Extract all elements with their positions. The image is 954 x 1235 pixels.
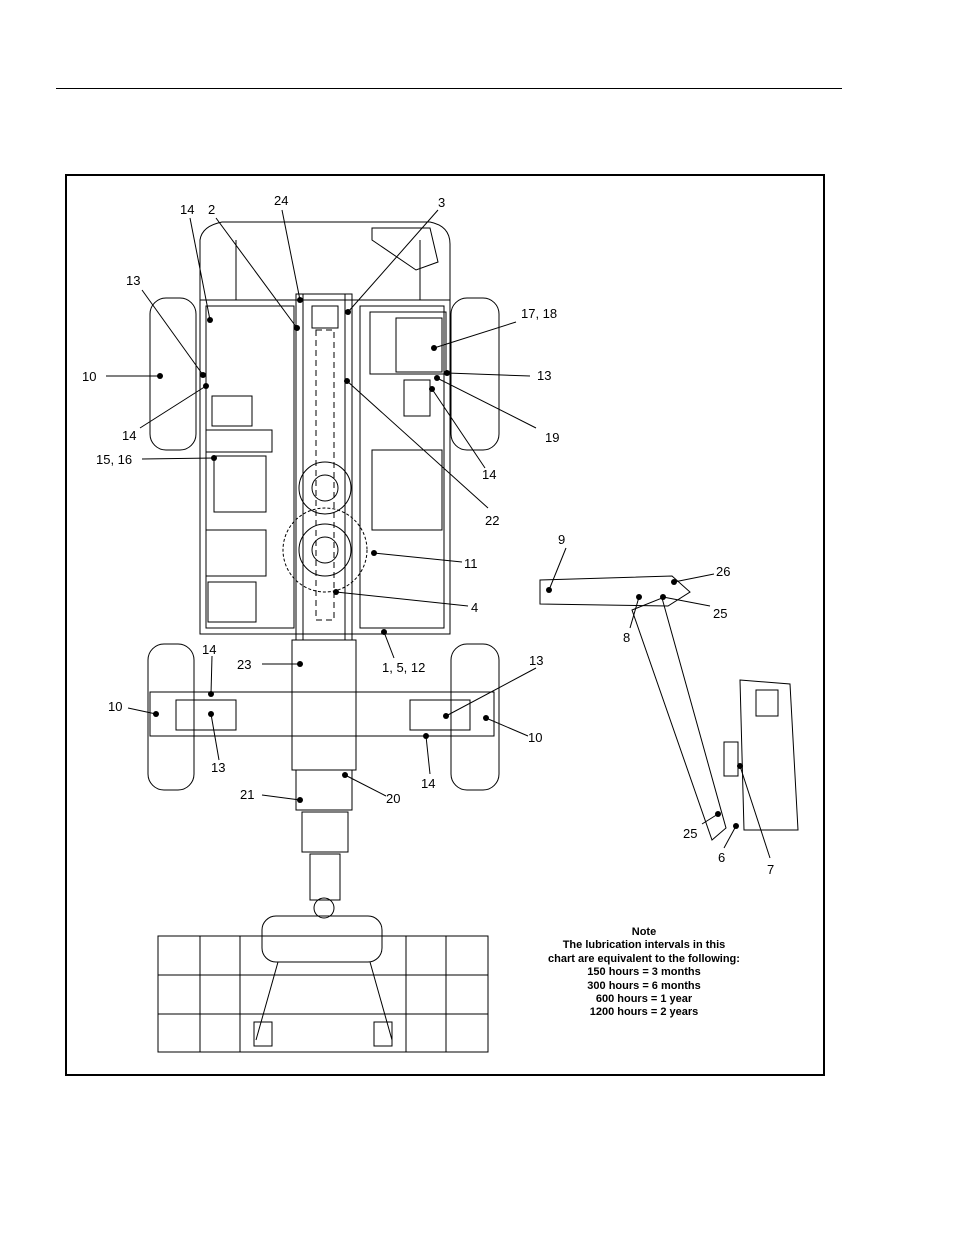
callout-label: 2 bbox=[208, 202, 215, 217]
callout-label: 8 bbox=[623, 630, 630, 645]
right-components bbox=[370, 312, 446, 530]
boom bbox=[292, 640, 356, 918]
left-components bbox=[206, 396, 272, 622]
note-line: 150 hours = 3 months bbox=[524, 966, 764, 979]
note-line: 300 hours = 6 months bbox=[524, 980, 764, 993]
lubrication-note: Note The lubrication intervals in this c… bbox=[524, 926, 764, 1020]
jib-side-view bbox=[540, 576, 798, 840]
callout-label: 20 bbox=[386, 791, 400, 806]
callout-label: 13 bbox=[529, 653, 543, 668]
lubrication-points bbox=[153, 297, 743, 829]
callout-label: 10 bbox=[82, 369, 96, 384]
callout-label: 14 bbox=[482, 467, 496, 482]
note-title: Note bbox=[524, 926, 764, 939]
callout-label: 19 bbox=[545, 430, 559, 445]
front-cowl bbox=[200, 222, 450, 300]
callout-label: 14 bbox=[202, 642, 216, 657]
callout-label: 26 bbox=[716, 564, 730, 579]
callout-label: 13 bbox=[537, 368, 551, 383]
callout-label: 4 bbox=[471, 600, 478, 615]
rear-right-wheel bbox=[451, 644, 499, 790]
note-line: chart are equivalent to the following: bbox=[524, 953, 764, 966]
callout-label: 25 bbox=[683, 826, 697, 841]
callout-label: 9 bbox=[558, 532, 565, 547]
callout-label: 24 bbox=[274, 193, 288, 208]
callout-label: 25 bbox=[713, 606, 727, 621]
rear-axle bbox=[150, 692, 494, 736]
callout-label: 10 bbox=[108, 699, 122, 714]
note-line: 1200 hours = 2 years bbox=[524, 1006, 764, 1019]
callout-label: 10 bbox=[528, 730, 542, 745]
upper-sheave bbox=[299, 462, 351, 514]
callout-label: 13 bbox=[126, 273, 140, 288]
front-left-wheel bbox=[150, 298, 196, 450]
callout-label: 22 bbox=[485, 513, 499, 528]
callout-label: 15, 16 bbox=[96, 452, 132, 467]
callout-label: 11 bbox=[464, 556, 478, 571]
callout-label: 7 bbox=[767, 862, 774, 877]
rear-left-wheel bbox=[148, 644, 194, 790]
callout-labels: 14 2 24 3 13 17, 18 10 13 14 19 15, 16 1… bbox=[82, 193, 774, 877]
note-line: 600 hours = 1 year bbox=[524, 993, 764, 1006]
platform bbox=[158, 916, 488, 1052]
callout-label: 17, 18 bbox=[521, 306, 557, 321]
chassis bbox=[200, 300, 450, 634]
callout-label: 21 bbox=[240, 787, 254, 802]
callout-label: 14 bbox=[421, 776, 435, 791]
callout-label: 14 bbox=[122, 428, 136, 443]
callout-label: 23 bbox=[237, 657, 251, 672]
callout-label: 1, 5, 12 bbox=[382, 660, 425, 675]
callout-label: 3 bbox=[438, 195, 445, 210]
callout-label: 13 bbox=[211, 760, 225, 775]
callout-label: 6 bbox=[718, 850, 725, 865]
callout-label: 14 bbox=[180, 202, 194, 217]
note-line: The lubrication intervals in this bbox=[524, 939, 764, 952]
